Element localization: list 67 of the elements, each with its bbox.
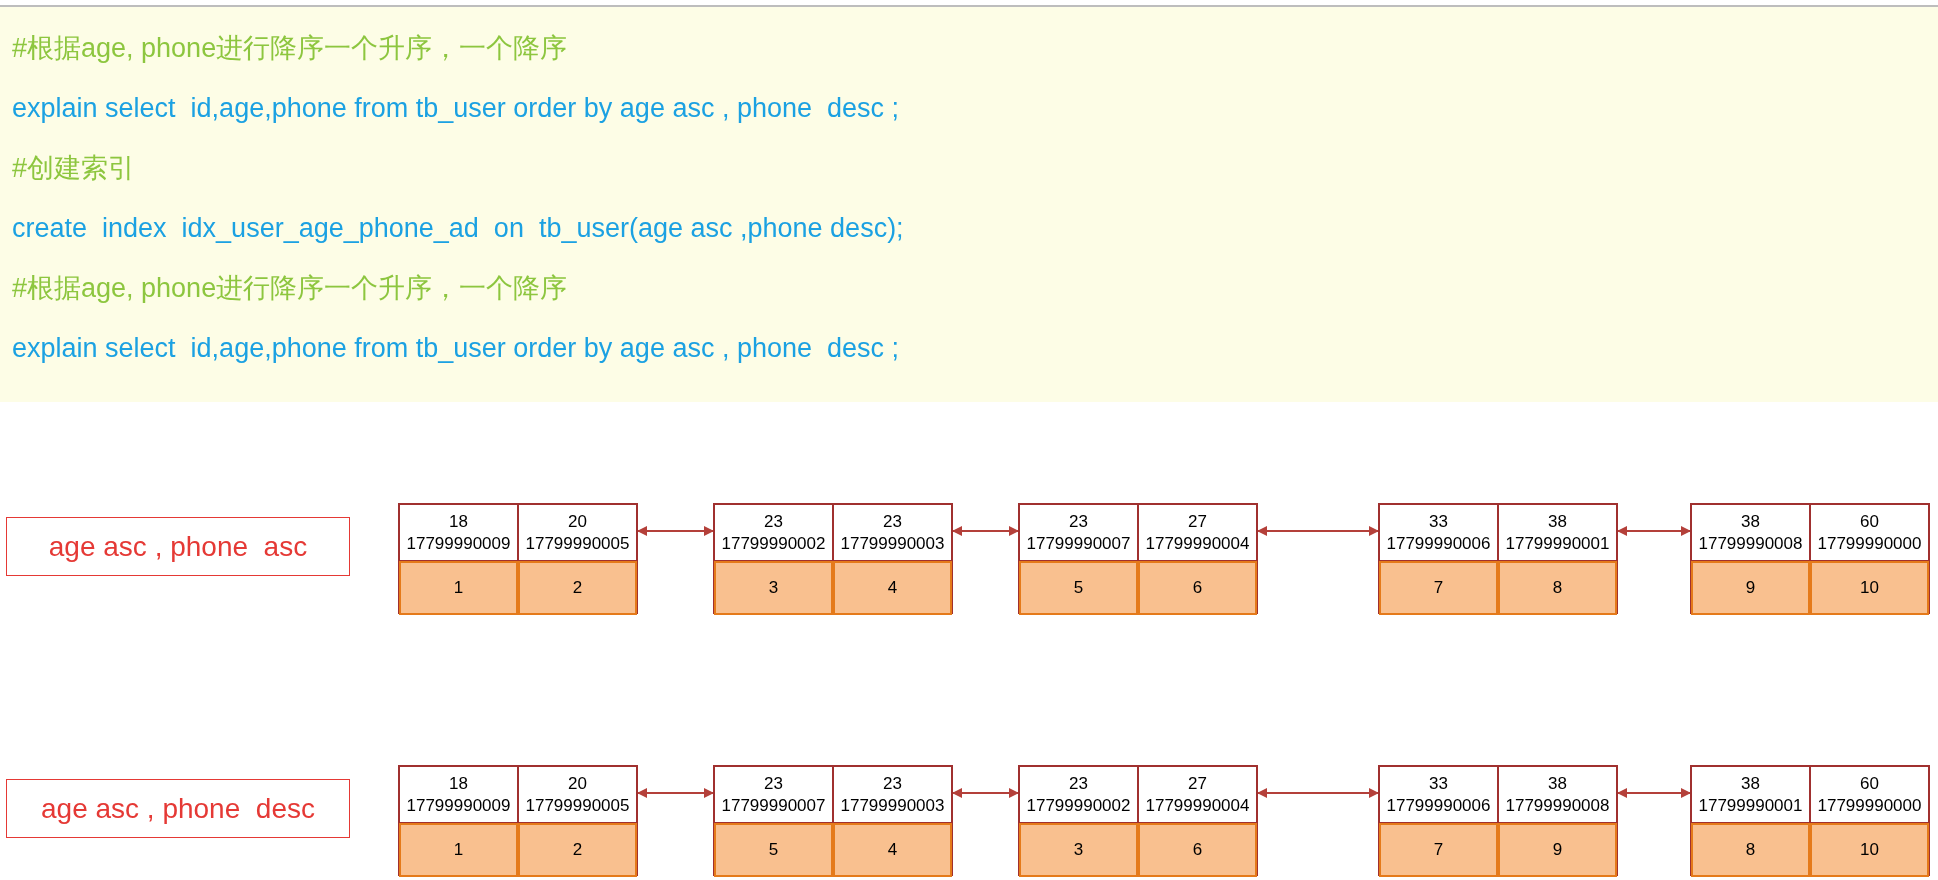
id-cell: 7 [1379,823,1498,877]
index-page [1690,503,1930,614]
id-cell: 10 [1810,561,1929,615]
code-comment: #根据age, phone进行降序一个升序，一个降序 [12,272,568,305]
key-cell: 27 17799990004 [1138,766,1257,823]
id-cell: 2 [518,823,637,877]
code-comment: #创建索引 [12,152,136,185]
order-label: age asc , phone asc [6,517,350,576]
id-cell: 8 [1498,561,1617,615]
double-arrow [637,788,714,798]
index-page [1378,503,1618,614]
code-comment: #根据age, phone进行降序一个升序，一个降序 [12,32,568,65]
index-page [713,765,953,876]
code-line: explain select id,age,phone from tb_user order by age asc , phone desc ; [12,332,900,365]
key-cell: 38 17799990008 [1691,504,1810,561]
id-cell: 1 [399,561,518,615]
key-cell: 23 17799990007 [1019,504,1138,561]
id-cell: 4 [833,823,952,877]
key-cell: 23 17799990002 [714,504,833,561]
key-cell: 38 17799990001 [1691,766,1810,823]
double-arrow [952,526,1019,536]
key-cell: 60 17799990000 [1810,504,1929,561]
key-cell: 60 17799990000 [1810,766,1929,823]
key-cell: 38 17799990008 [1498,766,1617,823]
id-cell: 6 [1138,823,1257,877]
index-page [1018,503,1258,614]
id-cell: 9 [1691,561,1810,615]
code-line: explain select id,age,phone from tb_user order by age asc , phone desc ; [12,92,900,125]
code-line: create index idx_user_age_phone_ad on tb_user(age asc ,phone desc); [12,212,904,245]
index-page [398,503,638,614]
key-cell: 20 17799990005 [518,504,637,561]
double-arrow [1617,526,1691,536]
index-page [713,503,953,614]
index-page [398,765,638,876]
key-cell: 27 17799990004 [1138,504,1257,561]
double-arrow [637,526,714,536]
id-cell: 6 [1138,561,1257,615]
id-cell: 4 [833,561,952,615]
double-arrow [952,788,1019,798]
index-page [1690,765,1930,876]
double-arrow [1617,788,1691,798]
code-panel [0,5,1938,402]
key-cell: 18 17799990009 [399,766,518,823]
id-cell: 5 [1019,561,1138,615]
id-cell: 3 [714,561,833,615]
id-cell: 9 [1498,823,1617,877]
key-cell: 38 17799990001 [1498,504,1617,561]
index-page [1378,765,1618,876]
index-page [1018,765,1258,876]
double-arrow [1257,526,1379,536]
id-cell: 2 [518,561,637,615]
id-cell: 3 [1019,823,1138,877]
key-cell: 23 17799990003 [833,766,952,823]
id-cell: 5 [714,823,833,877]
id-cell: 8 [1691,823,1810,877]
order-label: age asc , phone desc [6,779,350,838]
id-cell: 1 [399,823,518,877]
key-cell: 18 17799990009 [399,504,518,561]
key-cell: 23 17799990007 [714,766,833,823]
double-arrow [1257,788,1379,798]
key-cell: 23 17799990003 [833,504,952,561]
key-cell: 20 17799990005 [518,766,637,823]
key-cell: 23 17799990002 [1019,766,1138,823]
id-cell: 10 [1810,823,1929,877]
key-cell: 33 17799990006 [1379,766,1498,823]
key-cell: 33 17799990006 [1379,504,1498,561]
id-cell: 7 [1379,561,1498,615]
